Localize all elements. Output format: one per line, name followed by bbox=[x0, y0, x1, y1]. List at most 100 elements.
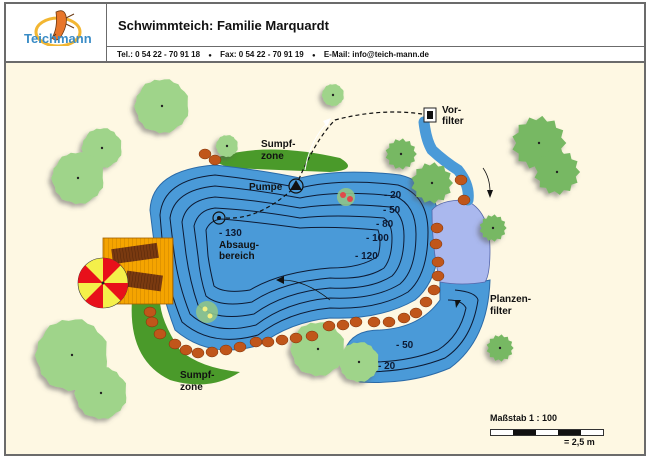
label-depth: - 80 bbox=[376, 219, 394, 230]
label-pump: Pumpe bbox=[249, 182, 283, 193]
label-depth: - 20 bbox=[378, 361, 396, 372]
contour-line bbox=[193, 207, 393, 305]
label-marsh-bottom: zone bbox=[180, 382, 203, 393]
stone bbox=[429, 238, 443, 250]
contour-line bbox=[181, 196, 405, 317]
contour-line bbox=[169, 185, 417, 330]
water-lily bbox=[196, 301, 218, 323]
arrowhead-icon bbox=[323, 118, 331, 127]
suction-point-icon bbox=[212, 211, 226, 225]
stone bbox=[336, 319, 350, 331]
tree-icon bbox=[338, 342, 379, 383]
label-plant-filter: filter bbox=[490, 306, 512, 317]
pipe bbox=[225, 185, 297, 219]
stone bbox=[349, 316, 363, 328]
stone bbox=[305, 330, 319, 342]
stone bbox=[289, 332, 303, 344]
header: Teichmann Schwimmteich: Familie Marquard… bbox=[6, 4, 644, 63]
scale-segment bbox=[580, 430, 604, 435]
stone bbox=[179, 344, 193, 356]
stone bbox=[431, 270, 445, 282]
scale-title: Maßstab 1 : 100 bbox=[490, 413, 558, 423]
tree-icon bbox=[486, 334, 514, 362]
stone bbox=[427, 284, 441, 296]
scale-segment bbox=[513, 430, 536, 435]
marsh-zone-top bbox=[210, 149, 348, 172]
stone bbox=[249, 336, 263, 348]
scale-bar bbox=[490, 429, 604, 436]
stone bbox=[205, 346, 219, 358]
logo: Teichmann bbox=[6, 4, 107, 61]
tree-icon bbox=[134, 79, 189, 134]
contact-line: Tel.: 0 54 22 - 70 91 18 ● Fax: 0 54 22 … bbox=[107, 46, 644, 61]
label-plant-filter: Planzen- bbox=[490, 294, 531, 305]
label-marsh-top: Sumpf- bbox=[261, 139, 295, 150]
arrowhead-icon bbox=[455, 300, 461, 308]
label-depth: - 130 bbox=[219, 228, 242, 239]
stone bbox=[143, 306, 157, 318]
stone bbox=[454, 174, 468, 186]
flow-arrow bbox=[304, 121, 329, 171]
marsh-zone-bottom bbox=[131, 300, 240, 385]
stone bbox=[275, 334, 289, 346]
scale-legend: Maßstab 1 : 100 = 2,5 m bbox=[490, 413, 604, 447]
email-address[interactable]: E-Mail: info@teich-mann.de bbox=[323, 50, 429, 59]
phone-number: Tel.: 0 54 22 - 70 91 18 bbox=[117, 50, 201, 59]
stone bbox=[382, 316, 396, 328]
contour-line bbox=[159, 174, 429, 340]
stone bbox=[233, 341, 247, 353]
label-depth: - 50 bbox=[396, 340, 414, 351]
arrowhead-icon bbox=[487, 190, 493, 198]
stone bbox=[168, 338, 182, 350]
lounger bbox=[125, 270, 163, 292]
channel bbox=[343, 279, 491, 383]
tree-icon bbox=[534, 149, 581, 195]
stone bbox=[409, 307, 423, 319]
lounger bbox=[111, 242, 159, 265]
label-marsh-bottom: Sumpf- bbox=[180, 370, 214, 381]
stream bbox=[418, 116, 474, 206]
stone bbox=[191, 347, 205, 359]
prefilter-core bbox=[427, 111, 433, 119]
label-suction: bereich bbox=[219, 251, 255, 262]
logo-text: Teichmann bbox=[24, 31, 92, 46]
label-depth: - 100 bbox=[366, 233, 389, 244]
tree-icon bbox=[385, 138, 417, 170]
stone bbox=[419, 296, 433, 308]
stone bbox=[322, 320, 336, 332]
page-title: Schwimmteich: Familie Marquardt bbox=[118, 18, 329, 33]
label-depth: - 120 bbox=[355, 251, 378, 262]
separator: ● bbox=[208, 53, 212, 59]
stone bbox=[219, 344, 233, 356]
pipe bbox=[295, 111, 423, 187]
label-depth: - 50 bbox=[383, 205, 401, 216]
stone bbox=[145, 316, 159, 328]
separator: ● bbox=[311, 53, 316, 59]
stone bbox=[430, 222, 444, 234]
label-suction: Absaug- bbox=[219, 240, 259, 251]
tree-icon bbox=[74, 367, 127, 420]
scale-segment bbox=[558, 430, 581, 435]
parasol-icon bbox=[77, 257, 129, 309]
flow-arrow bbox=[482, 167, 491, 193]
stone bbox=[397, 312, 411, 324]
label-depth: - 20 bbox=[384, 190, 402, 201]
salamander-logo-icon bbox=[34, 10, 82, 46]
stone bbox=[261, 336, 275, 348]
stone bbox=[367, 316, 381, 328]
fax-number: Fax: 0 54 22 - 70 91 19 bbox=[220, 50, 304, 59]
label-marsh-top: zone bbox=[261, 151, 284, 162]
tree-icon bbox=[479, 214, 507, 242]
stone bbox=[208, 154, 222, 166]
stone bbox=[431, 256, 445, 268]
arrowhead-icon bbox=[276, 276, 284, 284]
scale-segment bbox=[535, 430, 559, 435]
stone bbox=[198, 148, 212, 160]
scale-value: = 2,5 m bbox=[564, 437, 595, 447]
tree-icon bbox=[411, 162, 453, 204]
flow-arrow bbox=[281, 279, 331, 301]
stone bbox=[153, 328, 167, 340]
water-lily bbox=[337, 188, 355, 206]
stone bbox=[457, 194, 471, 206]
label-prefilter: Vor- bbox=[442, 105, 461, 116]
